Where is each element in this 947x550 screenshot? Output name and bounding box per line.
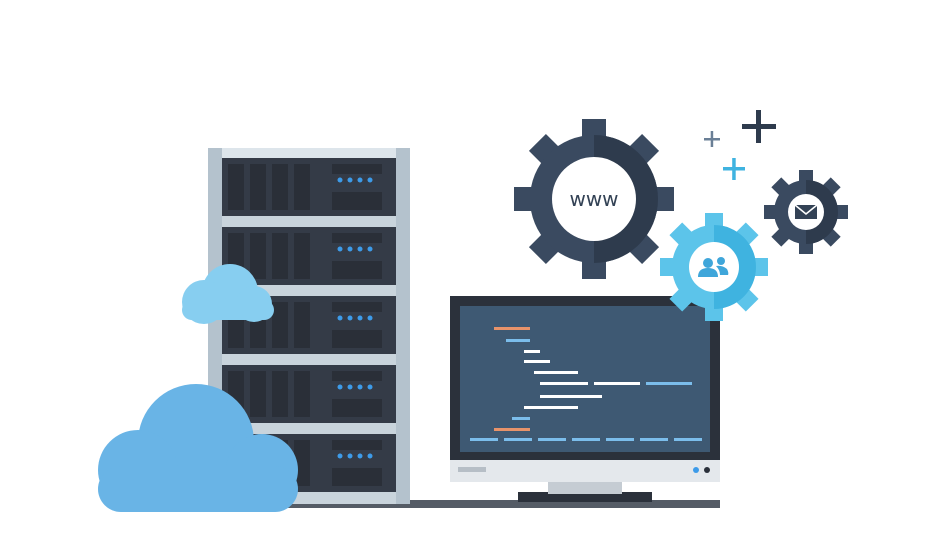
monitor-screen [460, 306, 710, 452]
plus-icon [723, 158, 745, 180]
monitor-power-led [693, 467, 699, 473]
mail-icon [794, 204, 818, 219]
code-lines [470, 327, 702, 441]
cloud-icon [98, 384, 298, 512]
gear-icon: www [514, 119, 674, 279]
cloud-icon [182, 264, 274, 324]
plus-icon [742, 110, 776, 143]
server-unit [222, 158, 396, 216]
monitor-stand-neck [548, 480, 622, 494]
monitor-stand-base [518, 492, 652, 502]
plus-icon [704, 131, 720, 147]
users-icon [698, 257, 729, 277]
ground-line [250, 500, 720, 508]
gear-label: www [569, 187, 618, 211]
gear-icon [764, 170, 848, 254]
monitor-power-button [704, 467, 710, 473]
monitor [450, 296, 720, 502]
monitor-chin [450, 460, 720, 482]
server-unit [222, 365, 396, 423]
gear-icon [660, 213, 768, 321]
